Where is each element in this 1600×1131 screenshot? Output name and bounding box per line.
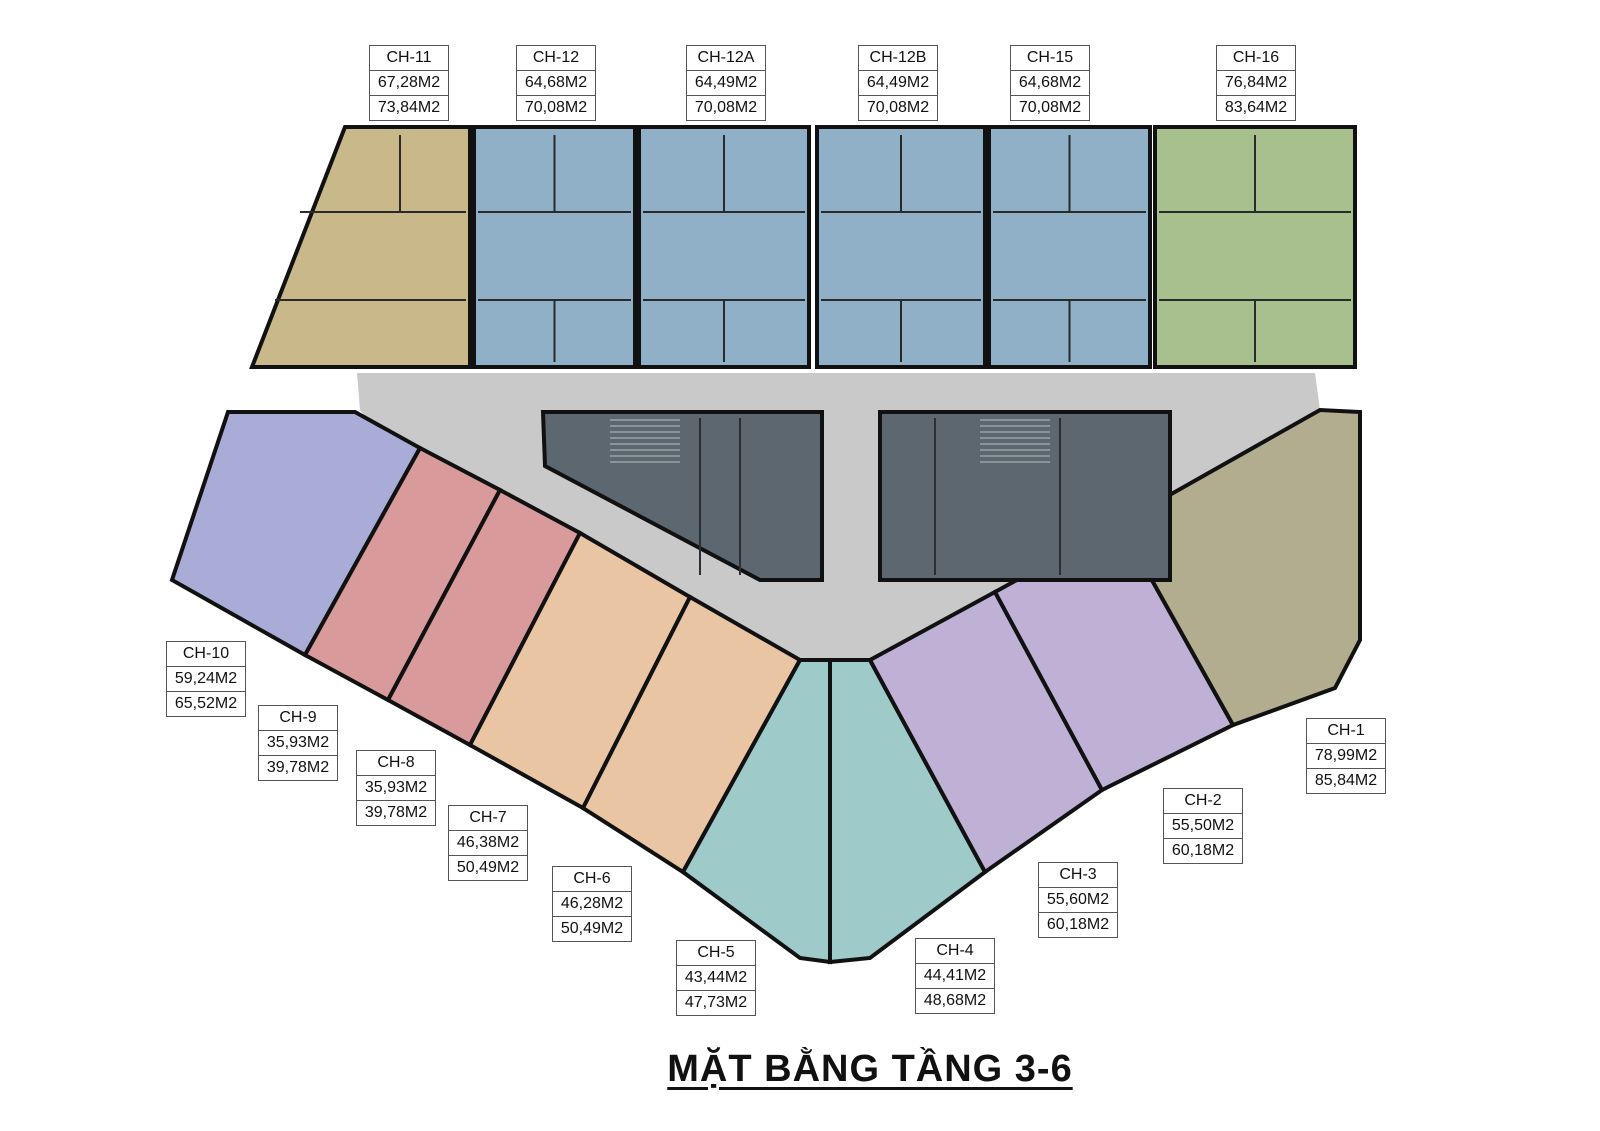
label-CH-11: CH-11 67,28M2 73,84M2 [369, 45, 449, 121]
unit-id: CH-10 [182, 645, 230, 662]
label-CH-5: CH-5 43,44M2 47,73M2 [676, 940, 756, 1016]
unit-id: CH-3 [1059, 866, 1097, 883]
area-1: 64,49M2 [859, 70, 937, 95]
unit-id: CH-8 [377, 754, 415, 771]
area-2: 50,49M2 [449, 855, 527, 880]
area-1: 76,84M2 [1217, 70, 1295, 95]
unit-id: CH-16 [1232, 49, 1280, 66]
unit-id: CH-1 [1327, 722, 1365, 739]
area-1: 55,60M2 [1039, 887, 1117, 912]
area-2: 70,08M2 [1011, 95, 1089, 120]
area-1: 35,93M2 [259, 730, 337, 755]
area-2: 70,08M2 [517, 95, 595, 120]
unit-id: CH-5 [697, 944, 735, 961]
area-1: 78,99M2 [1307, 743, 1385, 768]
unit-CH-11 [249, 125, 472, 369]
area-1: 59,24M2 [167, 666, 245, 691]
unit-id: CH-4 [936, 942, 974, 959]
room-partitions [275, 135, 1351, 575]
area-2: 70,08M2 [859, 95, 937, 120]
area-1: 35,93M2 [357, 775, 435, 800]
label-CH-9: CH-9 35,93M2 39,78M2 [258, 705, 338, 781]
label-CH-10: CH-10 59,24M2 65,52M2 [166, 641, 246, 717]
label-CH-7: CH-7 46,38M2 50,49M2 [448, 805, 528, 881]
label-CH-15: CH-15 64,68M2 70,08M2 [1010, 45, 1090, 121]
area-2: 39,78M2 [259, 755, 337, 780]
area-1: 64,68M2 [517, 70, 595, 95]
area-2: 65,52M2 [167, 691, 245, 716]
unit-id: CH-2 [1184, 792, 1222, 809]
unit-CH-5 [680, 658, 832, 965]
unit-id: CH-12 [532, 49, 580, 66]
unit-CH-4 [828, 658, 988, 965]
area-1: 67,28M2 [370, 70, 448, 95]
area-2: 70,08M2 [687, 95, 765, 120]
label-CH-16: CH-16 76,84M2 83,64M2 [1216, 45, 1296, 121]
area-2: 73,84M2 [370, 95, 448, 120]
plan-title-text: MẶT BẰNG TẦNG 3-6 [667, 1048, 1073, 1090]
area-1: 64,68M2 [1011, 70, 1089, 95]
area-1: 46,28M2 [553, 891, 631, 916]
unit-id: CH-12B [869, 49, 927, 66]
area-2: 85,84M2 [1307, 768, 1385, 793]
area-1: 46,38M2 [449, 830, 527, 855]
label-CH-2: CH-2 55,50M2 60,18M2 [1163, 788, 1243, 864]
area-2: 50,49M2 [553, 916, 631, 941]
area-1: 64,49M2 [687, 70, 765, 95]
area-2: 48,68M2 [916, 988, 994, 1013]
area-2: 47,73M2 [677, 990, 755, 1015]
unit-id: CH-12A [697, 49, 755, 66]
area-1: 43,44M2 [677, 965, 755, 990]
label-CH-8: CH-8 35,93M2 39,78M2 [356, 750, 436, 826]
stair-left [610, 419, 680, 463]
label-CH-12B: CH-12B 64,49M2 70,08M2 [858, 45, 938, 121]
unit-CH-1 [1117, 407, 1362, 728]
area-2: 39,78M2 [357, 800, 435, 825]
label-CH-6: CH-6 46,28M2 50,49M2 [552, 866, 632, 942]
stair-right [980, 419, 1050, 463]
unit-id: CH-6 [573, 870, 611, 887]
unit-id: CH-15 [1026, 49, 1074, 66]
core-left [540, 410, 824, 582]
label-CH-12A: CH-12A 64,49M2 70,08M2 [686, 45, 766, 121]
label-CH-12: CH-12 64,68M2 70,08M2 [516, 45, 596, 121]
area-1: 55,50M2 [1164, 813, 1242, 838]
unit-id: CH-11 [386, 49, 432, 66]
label-CH-4: CH-4 44,41M2 48,68M2 [915, 938, 995, 1014]
area-2: 60,18M2 [1164, 838, 1242, 863]
core-right [878, 410, 1172, 582]
label-CH-3: CH-3 55,60M2 60,18M2 [1038, 862, 1118, 938]
area-2: 60,18M2 [1039, 912, 1117, 937]
area-2: 83,64M2 [1217, 95, 1295, 120]
unit-id: CH-9 [279, 709, 317, 726]
unit-id: CH-7 [469, 809, 507, 826]
area-1: 44,41M2 [916, 963, 994, 988]
label-CH-1: CH-1 78,99M2 85,84M2 [1306, 718, 1386, 794]
